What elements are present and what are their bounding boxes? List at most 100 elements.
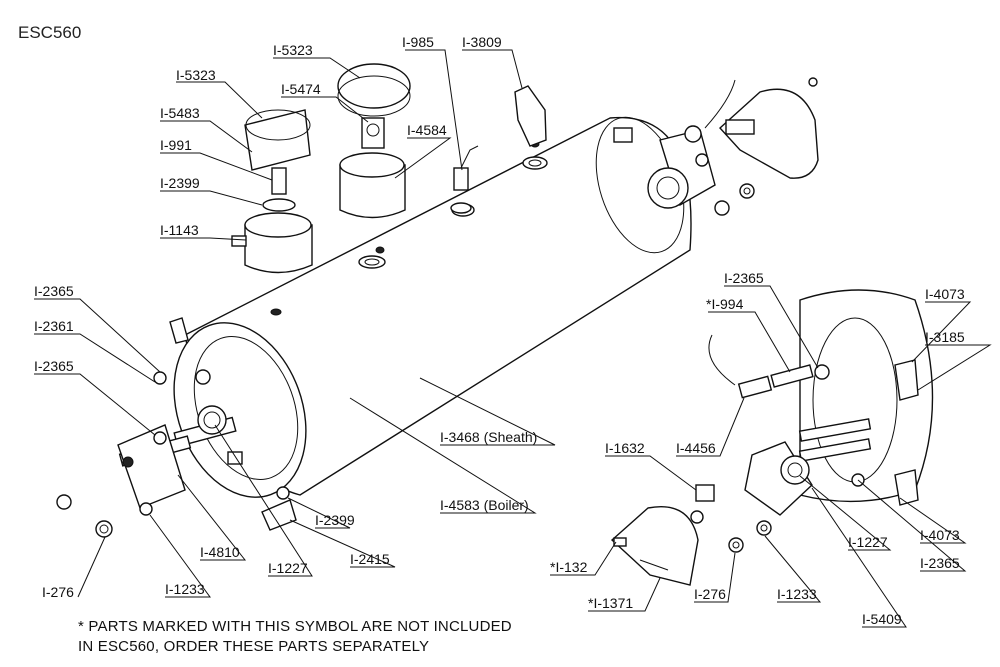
upper-nut <box>695 153 709 167</box>
top-parts <box>231 63 547 274</box>
flange-5409-inner <box>787 462 803 478</box>
label-i276-left: I-276 <box>42 584 74 600</box>
elbow-fitting <box>261 499 297 531</box>
leader-lines <box>34 49 992 628</box>
element-flange-plate <box>117 424 186 509</box>
terminal-cover <box>719 88 819 179</box>
loose-washer <box>139 502 153 516</box>
mounting-tab <box>169 317 189 344</box>
cup-1143-spout <box>231 235 247 247</box>
label-i3185: I-3185 <box>925 329 965 345</box>
cap-5483-rim <box>245 109 311 141</box>
loose-nut <box>95 520 113 538</box>
cover-1371-slot <box>639 559 669 571</box>
bottom-port-ring <box>276 486 290 500</box>
label-i4810: I-4810 <box>200 544 240 560</box>
cover-1371 <box>610 506 699 586</box>
valve-991 <box>271 167 287 195</box>
loose-nut <box>56 494 72 510</box>
label-i5323-left: I-5323 <box>176 67 216 83</box>
label-i2415: I-2415 <box>350 551 390 567</box>
upper-washer <box>714 200 730 216</box>
port-ring-inner <box>364 258 380 266</box>
cup-1143 <box>244 224 313 274</box>
probe-nut <box>814 364 830 380</box>
part-labels: I-5323 I-5323 I-5474 I-985 I-3809 I-5483… <box>34 34 965 627</box>
label-i2365-lower-left: I-2365 <box>34 358 74 374</box>
cover-screw <box>808 77 818 87</box>
probe-wire <box>459 145 479 171</box>
right-assembly <box>610 289 934 586</box>
fitting-nut <box>153 431 167 445</box>
label-i1143: I-1143 <box>160 222 199 238</box>
pipe-stub <box>227 451 243 465</box>
label-i4073-upper: I-4073 <box>925 286 965 302</box>
label-i276-right: I-276 <box>694 586 726 602</box>
label-i132: *I-132 <box>550 559 588 575</box>
port-ring <box>358 255 386 269</box>
boiler-assembly <box>56 116 692 538</box>
screw-132 <box>613 537 627 547</box>
washer-1233 <box>756 520 772 536</box>
label-i1233-right: I-1233 <box>777 586 817 602</box>
upper-fitting <box>613 127 633 143</box>
label-i991: I-991 <box>160 137 192 153</box>
terminal-block <box>725 119 755 135</box>
nut-276 <box>728 537 744 553</box>
label-i1227-right: I-1227 <box>848 534 888 550</box>
probe-994 <box>770 364 814 388</box>
upper-nut-hole <box>743 187 751 195</box>
spacer-1632 <box>695 484 715 502</box>
label-i2365-upper-left: I-2365 <box>34 283 74 299</box>
fitting-nut <box>153 371 167 385</box>
label-i985: I-985 <box>402 34 434 50</box>
bracket-4073-lower <box>894 469 919 506</box>
element-flange-ring <box>197 405 227 435</box>
label-i2365-right-bottom: I-2365 <box>920 555 960 571</box>
label-i1233-left: I-1233 <box>165 581 205 597</box>
cup-4584 <box>339 164 406 219</box>
port-hole <box>375 246 385 254</box>
element-rod <box>798 438 872 462</box>
element-flange-inner <box>203 411 221 429</box>
fitting-nut <box>195 369 211 385</box>
fitting-5474 <box>361 117 385 149</box>
port-ring <box>522 156 548 170</box>
label-i4583-boiler: I-4583 (Boiler) <box>440 497 529 513</box>
label-i2365-right-top: I-2365 <box>724 270 764 286</box>
nut-276-hole <box>732 541 740 549</box>
upper-nut <box>739 183 755 199</box>
label-i1227-left: I-1227 <box>268 560 308 576</box>
sensor-wire <box>704 79 736 129</box>
label-i5323-right: I-5323 <box>273 42 313 58</box>
label-i4584: I-4584 <box>407 122 447 138</box>
cap-5323-rim <box>337 75 411 117</box>
end-flange-ring <box>647 167 689 209</box>
upper-right-parts <box>613 77 819 216</box>
label-i3809: I-3809 <box>462 34 502 50</box>
cup-1143-rim <box>244 212 312 238</box>
label-i1371: *I-1371 <box>588 595 633 611</box>
spacer-washer <box>690 510 704 524</box>
sensor-wire <box>708 334 736 386</box>
element-terminal <box>122 456 134 468</box>
ring-2399 <box>262 198 296 212</box>
sensor-4456 <box>737 375 773 399</box>
port-hole <box>270 308 282 316</box>
bracket-4073-upper <box>894 359 919 401</box>
probe-985-washer <box>450 202 472 214</box>
sensor-body <box>684 125 702 143</box>
bracket-3809 <box>514 85 547 147</box>
washer-1233-hole <box>760 524 768 532</box>
element-rod <box>798 418 872 442</box>
cup-4584-rim <box>339 152 405 178</box>
label-i5409: I-5409 <box>862 611 902 627</box>
footnote-line-2: IN ESC560, ORDER THESE PARTS SEPARATELY <box>78 638 429 655</box>
fitting-5474-hole <box>366 123 380 137</box>
label-i5474: I-5474 <box>281 81 321 97</box>
label-i3468-sheath: I-3468 (Sheath) <box>440 429 537 445</box>
label-i2399-bottom: I-2399 <box>315 512 355 528</box>
label-i4456: I-4456 <box>676 440 716 456</box>
